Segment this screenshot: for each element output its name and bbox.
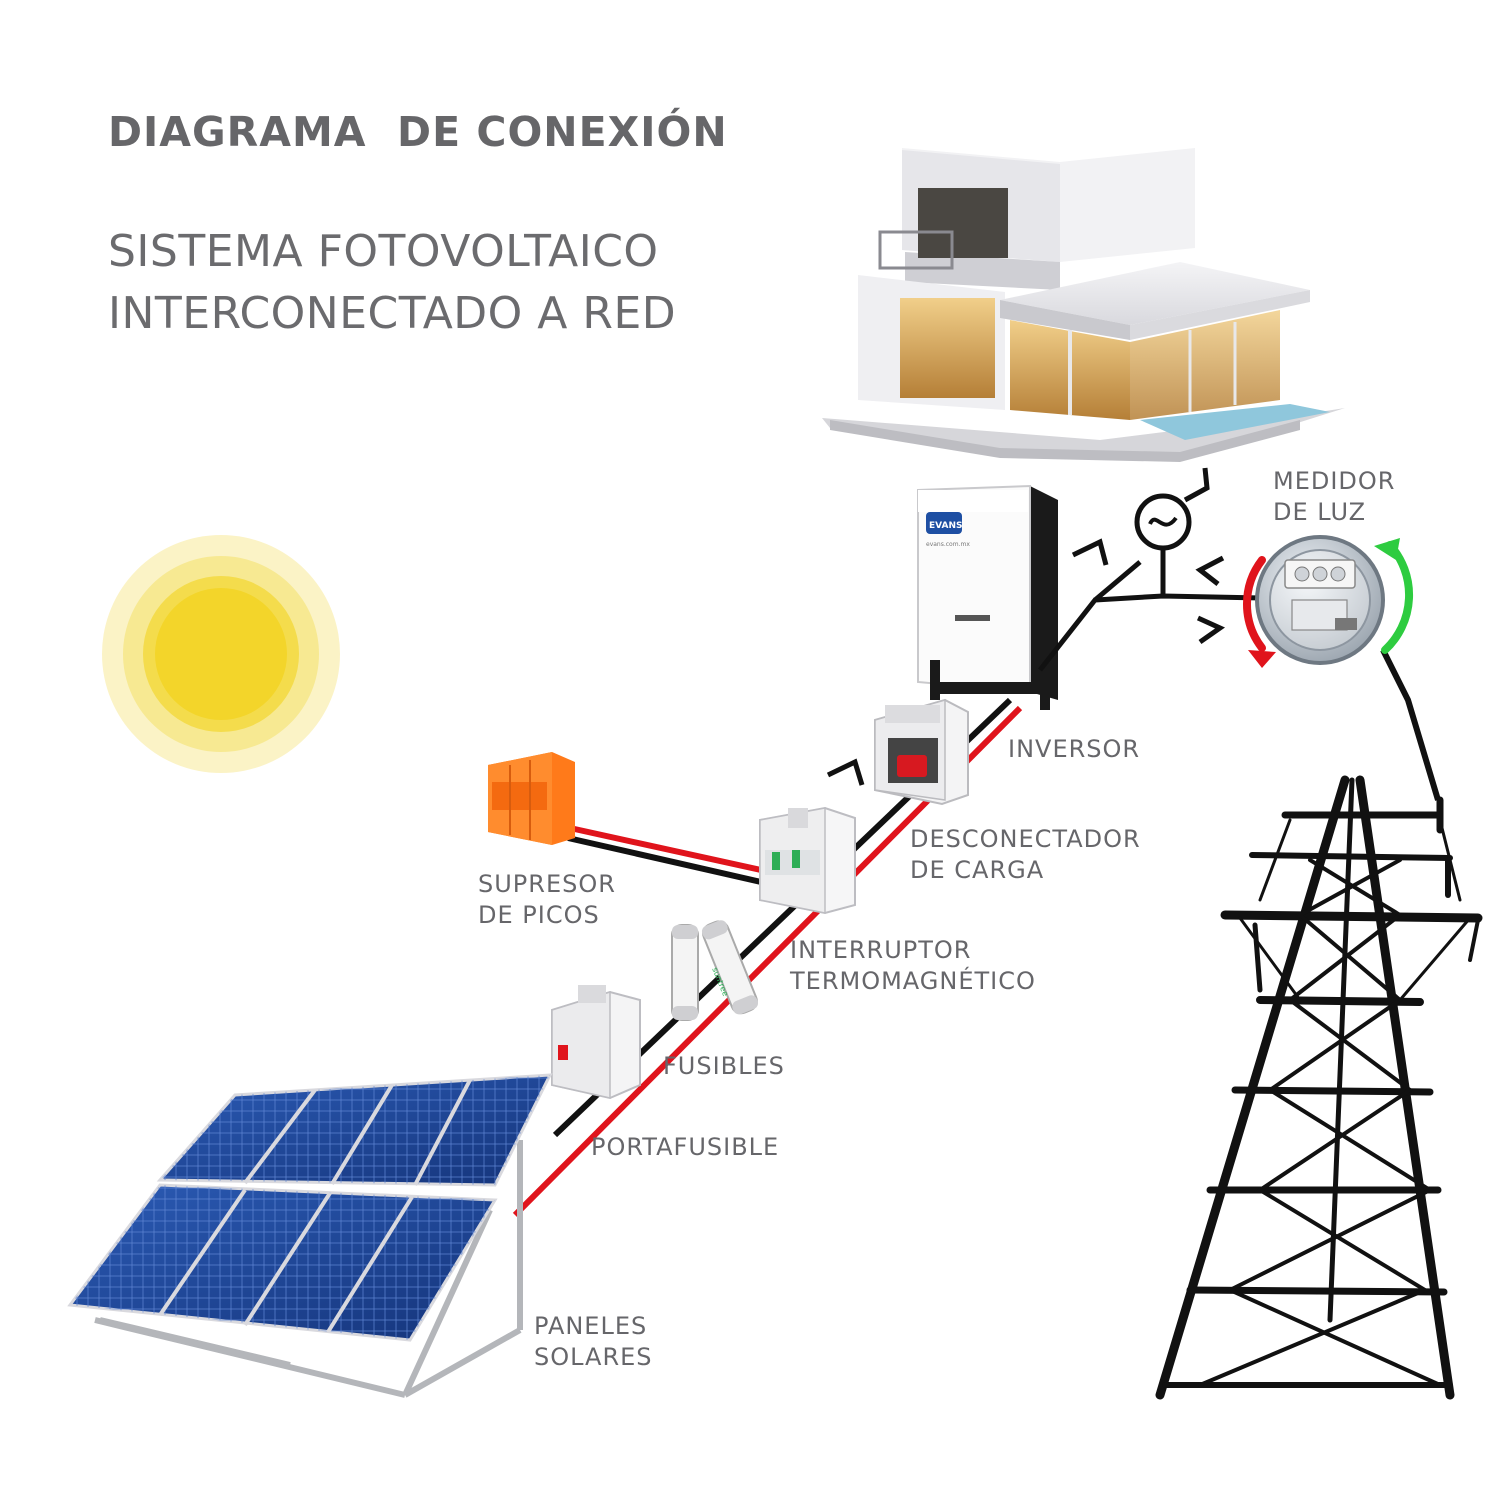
panels-label-line-2: SOLARES	[534, 1343, 653, 1371]
ac-wiring	[1038, 538, 1441, 801]
panels-label: PANELES SOLARES	[534, 1311, 653, 1373]
surge-label-line-2: DE PICOS	[478, 901, 600, 929]
breaker-label-line-1: INTERRUPTOR	[790, 936, 972, 964]
fuse-holder-label: PORTAFUSIBLE	[591, 1133, 780, 1161]
inverter-label: INVERSOR	[1008, 735, 1141, 763]
surge-protector-icon	[488, 752, 575, 845]
fuse-holder-icon	[551, 985, 641, 1100]
inverter-url: evans.com.mx	[926, 541, 970, 548]
energy-meter-icon	[1255, 535, 1385, 665]
disconnector-icon	[874, 698, 969, 806]
ac-source-icon	[1134, 467, 1210, 596]
sun-icon	[102, 535, 340, 773]
disconnector-label-line-2: DE CARGA	[910, 856, 1045, 884]
export-flow-arrow	[1242, 556, 1266, 652]
import-arrow-head-icon	[1374, 538, 1400, 560]
meter-label: MEDIDOR DE LUZ	[1273, 466, 1395, 528]
panels-label-line-1: PANELES	[534, 1312, 648, 1340]
house-icon	[822, 148, 1345, 462]
subtitle-line-1: SISTEMA FOTOVOLTAICO	[108, 226, 659, 277]
export-arrow-head-icon	[1248, 650, 1276, 668]
subtitle-line-2: INTERCONECTADO A RED	[108, 288, 677, 339]
breaker-label-line-2: TERMOMAGNÉTICO	[790, 967, 1036, 995]
solar-panel-icon	[67, 1073, 553, 1398]
inverter-icon: EVANS evans.com.mx	[917, 484, 1058, 710]
surge-label: SUPRESOR DE PICOS	[478, 869, 616, 931]
transmission-tower-icon	[1155, 775, 1483, 1400]
meter-label-line-2: DE LUZ	[1273, 498, 1367, 526]
diagram-title: DIAGRAMA DE CONEXIÓN	[108, 108, 728, 156]
import-flow-arrow	[1381, 541, 1414, 654]
disconnector-label: DESCONECTADOR DE CARGA	[910, 824, 1141, 886]
fuses-label: FUSIBLES	[663, 1052, 785, 1080]
breaker-label: INTERRUPTOR TERMOMAGNÉTICO	[790, 935, 1036, 997]
surge-label-line-1: SUPRESOR	[478, 870, 616, 898]
breaker-icon	[759, 806, 856, 915]
disconnector-label-line-1: DESCONECTADOR	[910, 825, 1141, 853]
meter-label-line-1: MEDIDOR	[1273, 467, 1396, 495]
fuse-icon: suntree	[671, 920, 759, 1021]
inverter-logo: EVANS	[929, 521, 962, 531]
